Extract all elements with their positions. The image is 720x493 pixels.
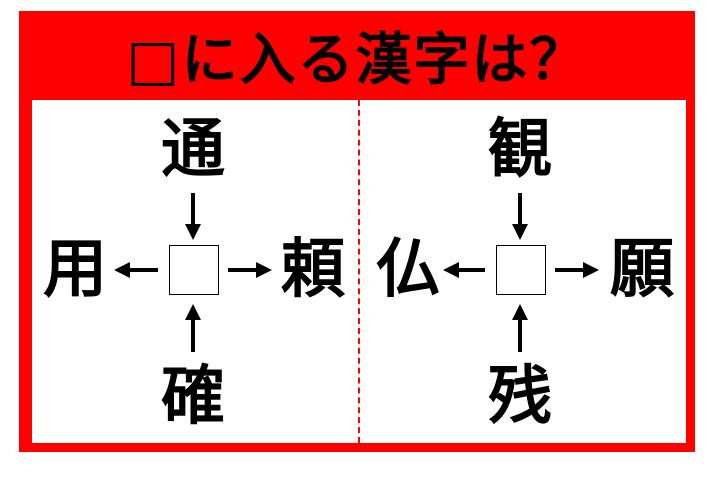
- kanji-top-right: 観: [488, 113, 552, 187]
- kanji-right-left: 頼: [281, 233, 345, 307]
- puzzle-panel: 通 用 頼 確 観 仏 願 残: [32, 100, 686, 443]
- kanji-bottom-left: 確: [161, 360, 225, 434]
- answer-box-left[interactable]: [169, 245, 219, 295]
- answer-box-right[interactable]: [496, 245, 546, 295]
- kanji-top-left: 通: [161, 113, 225, 187]
- dashed-divider: [358, 100, 360, 443]
- kanji-left-left: 用: [43, 233, 107, 307]
- puzzle-title: □に入る漢字は？: [126, 28, 588, 93]
- puzzle-frame: □に入る漢字は？ 通 用 頼 確 観 仏: [19, 11, 695, 452]
- kanji-bottom-right: 残: [488, 360, 552, 434]
- kanji-right-right: 願: [610, 233, 674, 307]
- arrows: [114, 193, 599, 352]
- kanji-left-right: 仏: [376, 233, 440, 307]
